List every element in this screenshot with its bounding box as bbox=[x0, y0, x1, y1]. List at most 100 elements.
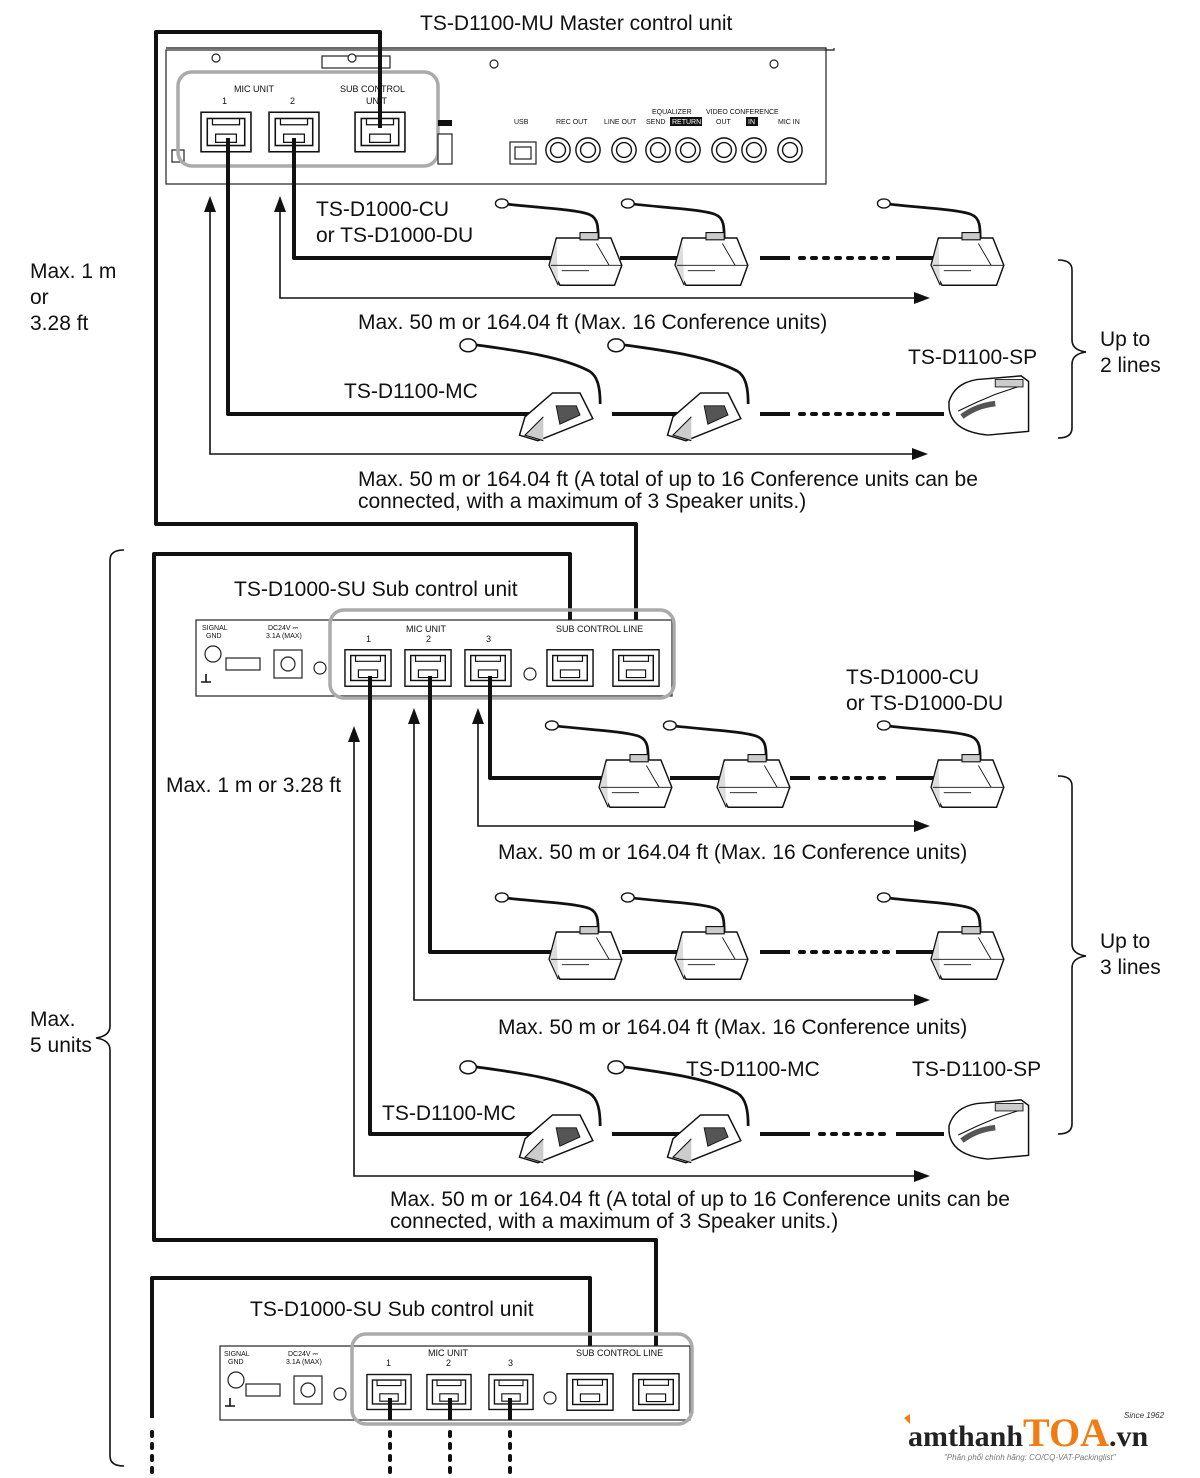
brace-5-units bbox=[95, 549, 125, 1467]
su1-line-port1 bbox=[368, 676, 560, 1136]
chairman-unit-1 bbox=[460, 339, 600, 441]
su2-sub-control-line-label: SUB CONTROL LINE bbox=[576, 1348, 663, 1358]
master-in-label: IN bbox=[748, 119, 755, 126]
conference-unit-cu-6 bbox=[875, 720, 1006, 809]
master-line-out-label: LINE OUT bbox=[604, 119, 637, 126]
su1-line3-length-label: Max. 50 m or 164.04 ft (Max. 16 Conferen… bbox=[498, 841, 967, 864]
conference-unit-cu-5 bbox=[661, 720, 792, 809]
max1m-label-2: or bbox=[30, 286, 49, 309]
upto3-label-2: 3 lines bbox=[1100, 956, 1161, 979]
master-mic-in-label: MIC IN bbox=[778, 119, 800, 126]
mic-in-jack bbox=[777, 137, 803, 163]
su2-amp-label: 3.1A (MAX) bbox=[286, 1359, 322, 1366]
upto2-label-2: 2 lines bbox=[1100, 354, 1161, 377]
brace-3-lines bbox=[1057, 775, 1087, 1135]
master-out-label: OUT bbox=[716, 119, 732, 126]
su2-port3-label: 3 bbox=[508, 1358, 513, 1368]
su2-sub-control-in bbox=[566, 1373, 614, 1411]
master-unit-title: TS-D1100-MU Master control unit bbox=[420, 12, 733, 35]
su2-gnd-label: GND bbox=[228, 1359, 244, 1366]
eq-return-jack bbox=[675, 137, 701, 163]
su1-sub-control-line-label: SUB CONTROL LINE bbox=[556, 624, 643, 634]
brand-since: Since 1962 bbox=[1124, 1411, 1165, 1420]
vc-in-jack bbox=[741, 137, 767, 163]
conference-unit-cu-7 bbox=[493, 892, 624, 981]
su1-line2-length-label: Max. 50 m or 164.04 ft (Max. 16 Conferen… bbox=[498, 1016, 967, 1039]
su2-dc-label: DC24V ⎓ bbox=[288, 1351, 319, 1358]
total-label-1a: Max. 50 m or 164.04 ft (A total of up to… bbox=[358, 468, 978, 491]
max5-label-2: 5 units bbox=[30, 1034, 92, 1057]
master-send-label: SEND bbox=[646, 119, 665, 126]
su2-sub-control-out bbox=[632, 1373, 680, 1411]
sub-unit-1-title: TS-D1000-SU Sub control unit bbox=[234, 578, 518, 601]
upto2-label-1: Up to bbox=[1100, 328, 1150, 351]
max1m-label-3: 3.28 ft bbox=[30, 312, 89, 335]
su1-line-port3 bbox=[488, 676, 610, 780]
rec-out-r-jack bbox=[575, 137, 601, 163]
master-rec-out-label: REC OUT bbox=[556, 119, 588, 126]
max5-label-1: Max. bbox=[30, 1008, 76, 1031]
master-port2-label: 2 bbox=[290, 96, 295, 106]
conference-unit-cu-3 bbox=[875, 198, 1006, 287]
cu-du-label-4: or TS-D1000-DU bbox=[846, 692, 1003, 715]
eq-send-jack bbox=[645, 137, 671, 163]
su1-port3-label: 3 bbox=[486, 634, 491, 644]
amthanhtoa-logo: amthanhTOA.vn Since 1962 "Phân phối chín… bbox=[904, 1410, 1165, 1462]
sp-label-1: TS-D1100-SP bbox=[908, 346, 1037, 369]
master-max1m-arrow bbox=[209, 200, 916, 455]
sub-control-unit-1: SIGNAL GND DC24V ⎓ 3.1A (MAX) MIC UNIT 1… bbox=[195, 608, 676, 700]
master-video-conference-label: VIDEO CONFERENCE bbox=[706, 109, 779, 116]
brand-tagline: "Phân phối chính hãng: CO/CQ-VAT-Packing… bbox=[944, 1453, 1117, 1462]
master-equalizer-label: EQUALIZER bbox=[652, 109, 692, 116]
su1-amp-label: 3.1A (MAX) bbox=[266, 633, 302, 640]
vc-out-jack bbox=[711, 137, 737, 163]
su1-line-port2 bbox=[428, 676, 560, 954]
line-out-jack bbox=[611, 137, 637, 163]
conference-unit-cu-2 bbox=[619, 198, 750, 287]
total-label-2a: Max. 50 m or 164.04 ft (A total of up to… bbox=[390, 1188, 1010, 1211]
sub-control-cable-3 bbox=[150, 1276, 592, 1418]
rec-out-l-jack bbox=[545, 137, 571, 163]
sub-unit-2-title: TS-D1000-SU Sub control unit bbox=[250, 1298, 534, 1321]
su1-signal-label: SIGNAL bbox=[202, 625, 228, 632]
master-mic-unit-label: MIC UNIT bbox=[234, 84, 274, 94]
conference-unit-cu-4 bbox=[543, 720, 674, 809]
sub-control-unit-2: SIGNAL GND DC24V ⎓ 3.1A (MAX) MIC UNIT 1… bbox=[219, 1332, 694, 1426]
line1-length-arrow bbox=[279, 200, 918, 299]
master-usb-label: USB bbox=[514, 119, 529, 126]
conference-unit-cu-8 bbox=[619, 892, 750, 981]
max1m-label-1: Max. 1 m bbox=[30, 260, 116, 283]
speaker-unit-1 bbox=[949, 376, 1029, 435]
cu-du-label-1: TS-D1000-CU bbox=[316, 198, 449, 221]
line1-length-label: Max. 50 m or 164.04 ft (Max. 16 Conferen… bbox=[358, 311, 827, 334]
su1-max1m-label: Max. 1 m or 3.28 ft bbox=[166, 774, 341, 797]
master-partial-port bbox=[437, 133, 453, 165]
line2-cable bbox=[226, 138, 560, 416]
sub-control-cable-1 bbox=[154, 30, 638, 676]
upto3-label-1: Up to bbox=[1100, 930, 1150, 953]
su1-port1-label: 1 bbox=[366, 634, 371, 644]
mc-label-3: TS-D1100-MC bbox=[686, 1058, 820, 1081]
conference-unit-cu-1 bbox=[493, 198, 624, 287]
total-label-1b: connected, with a maximum of 3 Speaker u… bbox=[358, 490, 806, 513]
master-ports-highlight bbox=[176, 70, 440, 168]
su1-sub-control-in bbox=[546, 649, 594, 687]
mc-label-1: TS-D1100-MC bbox=[344, 380, 478, 403]
su1-port2-label: 2 bbox=[426, 634, 431, 644]
su1-dc-label: DC24V ⎓ bbox=[268, 625, 299, 632]
brace-2-lines bbox=[1057, 259, 1087, 439]
master-return-label: RETURN bbox=[672, 119, 701, 126]
brand-name: amthanhTOA.vn bbox=[908, 1410, 1149, 1455]
speaker-unit-2 bbox=[949, 1100, 1029, 1159]
master-control-unit: MIC UNIT 1 2 SUB CONTROL UNIT USB REC OU… bbox=[165, 47, 835, 185]
su1-sub-control-out bbox=[612, 649, 660, 687]
su2-mic-unit-label: MIC UNIT bbox=[428, 1348, 468, 1358]
su1-gnd-label: GND bbox=[206, 633, 222, 640]
chairman-unit-2 bbox=[608, 339, 748, 441]
cu-du-label-3: TS-D1000-CU bbox=[846, 666, 979, 689]
sub-control-cable-2 bbox=[152, 552, 658, 1398]
line1-cable bbox=[292, 138, 560, 260]
sp-label-2: TS-D1100-SP bbox=[912, 1058, 1041, 1081]
su2-port2-label: 2 bbox=[446, 1358, 451, 1368]
